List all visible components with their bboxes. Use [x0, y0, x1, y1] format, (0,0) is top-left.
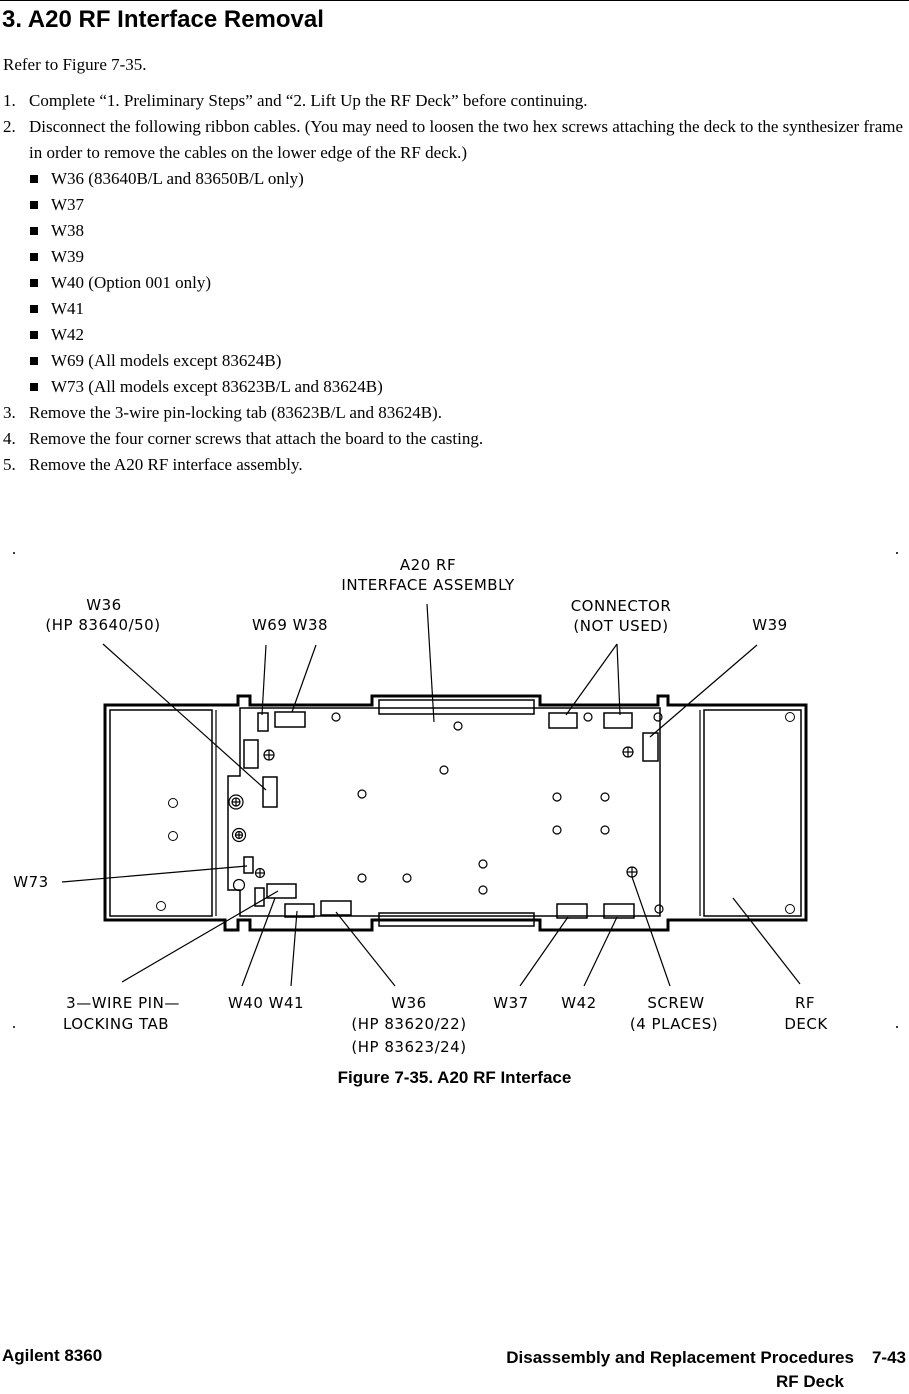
step-number: 2. [3, 117, 16, 136]
bullet-icon [30, 331, 38, 339]
a20-board-outline [227, 707, 661, 917]
corner-marks [13, 552, 898, 1028]
cable-label: W39 [51, 247, 85, 266]
cable-list-item: W40 (Option 001 only) [3, 270, 906, 296]
label-screw-line1: SCREW [647, 994, 704, 1012]
step-text: Remove the four corner screws that attac… [29, 429, 484, 448]
cable-list-item: W36 (83640B/L and 83650B/L only) [3, 166, 906, 192]
label-rf-line1: RF [795, 994, 815, 1012]
label-a20-line2: INTERFACE ASSEMBLY [341, 576, 515, 594]
intro-text: Refer to Figure 7-35. [3, 55, 147, 74]
bullet-icon [30, 253, 38, 261]
bullet-icon [30, 201, 38, 209]
cable-list-item: W69 (All models except 83624B) [3, 348, 906, 374]
edge-connectors [378, 699, 535, 927]
board-holes [232, 712, 664, 914]
bullet-icon [30, 357, 38, 365]
step-number: 5. [3, 455, 16, 474]
label-w40-w41: W40 W41 [228, 994, 304, 1012]
cable-label: W40 (Option 001 only) [51, 273, 212, 292]
step-item: 5. Remove the A20 RF interface assembly. [3, 452, 906, 478]
cable-list-item: W42 [3, 322, 906, 348]
label-w69-w38: W69 W38 [252, 616, 328, 634]
label-connector-line1: CONNECTOR [571, 597, 672, 615]
label-a20-line1: A20 RF [400, 556, 456, 574]
step-number: 4. [3, 429, 16, 448]
label-w36-bottom-line1: W36 [391, 994, 426, 1012]
step-item: 2. Disconnect the following ribbon cable… [3, 114, 906, 166]
left-end-bay [109, 709, 217, 917]
procedure-steps: 1. Complete “1. Preliminary Steps” and “… [3, 88, 906, 478]
step-item: 4. Remove the four corner screws that at… [3, 426, 906, 452]
bullet-icon [30, 305, 38, 313]
label-connector-line2: (NOT USED) [573, 617, 668, 635]
label-tab-line1: 3—WIRE PIN— [66, 994, 180, 1012]
step-number: 1. [3, 91, 16, 110]
label-w36-top-line2: (HP 83640/50) [45, 616, 160, 634]
cable-list-item: W37 [3, 192, 906, 218]
cable-label: W42 [51, 325, 85, 344]
section-heading: 3. A20 RF Interface Removal [2, 6, 324, 33]
cable-list-item: W73 (All models except 83623B/L and 8362… [3, 374, 906, 400]
step-number: 3. [3, 403, 16, 422]
cable-connectors [243, 711, 659, 919]
top-rule [0, 0, 909, 1]
cable-label: W73 (All models except 83623B/L and 8362… [51, 377, 383, 396]
step-item: 1. Complete “1. Preliminary Steps” and “… [3, 88, 906, 114]
leader-lines [61, 603, 801, 987]
footer-page-number: 7-43 [871, 1348, 906, 1367]
bullet-icon [30, 383, 38, 391]
label-w37: W37 [493, 994, 528, 1012]
cable-label: W69 (All models except 83624B) [51, 351, 282, 370]
step-text: Remove the A20 RF interface assembly. [29, 455, 303, 474]
cable-label: W36 (83640B/L and 83650B/L only) [51, 169, 304, 188]
screw-icons [228, 746, 638, 879]
label-w73: W73 [13, 873, 48, 891]
label-w42: W42 [561, 994, 596, 1012]
footer-product: Agilent 8360 [2, 1346, 103, 1365]
label-tab-line2: LOCKING TAB [63, 1015, 169, 1033]
cable-list-item: W39 [3, 244, 906, 270]
footer-section-title: Disassembly and Replacement Procedures [506, 1348, 854, 1367]
label-w39: W39 [752, 616, 787, 634]
right-end-bay [699, 709, 802, 917]
cable-list-item: W38 [3, 218, 906, 244]
bullet-icon [30, 279, 38, 287]
cable-label: W41 [51, 299, 85, 318]
footer-subsection: RF Deck [775, 1372, 844, 1391]
bullet-icon [30, 175, 38, 183]
label-w36-top-line1: W36 [86, 596, 121, 614]
label-w36-bottom-line3: (HP 83623/24) [351, 1038, 466, 1056]
bullet-icon [30, 227, 38, 235]
cable-list-item: W41 [3, 296, 906, 322]
a20-rf-interface-figure: A20 RF INTERFACE ASSEMBLY W36 (HP 83640/… [13, 552, 898, 1056]
step-text: Remove the 3-wire pin-locking tab (83623… [29, 403, 442, 422]
figure-caption: Figure 7-35. A20 RF Interface [337, 1068, 572, 1087]
step-text: Complete “1. Preliminary Steps” and “2. … [29, 91, 588, 110]
cable-label: W38 [51, 221, 85, 240]
step-item: 3. Remove the 3-wire pin-locking tab (83… [3, 400, 906, 426]
footer-section: Disassembly and Replacement Procedures 7-… [506, 1346, 906, 1394]
label-rf-line2: DECK [784, 1015, 828, 1033]
label-screw-line2: (4 PLACES) [630, 1015, 718, 1033]
rf-deck-outline [103, 694, 808, 932]
figure-labels: A20 RF INTERFACE ASSEMBLY W36 (HP 83640/… [13, 556, 828, 1056]
cable-label: W37 [51, 195, 85, 214]
step-text: Disconnect the following ribbon cables. … [29, 117, 904, 162]
label-w36-bottom-line2: (HP 83620/22) [351, 1015, 466, 1033]
